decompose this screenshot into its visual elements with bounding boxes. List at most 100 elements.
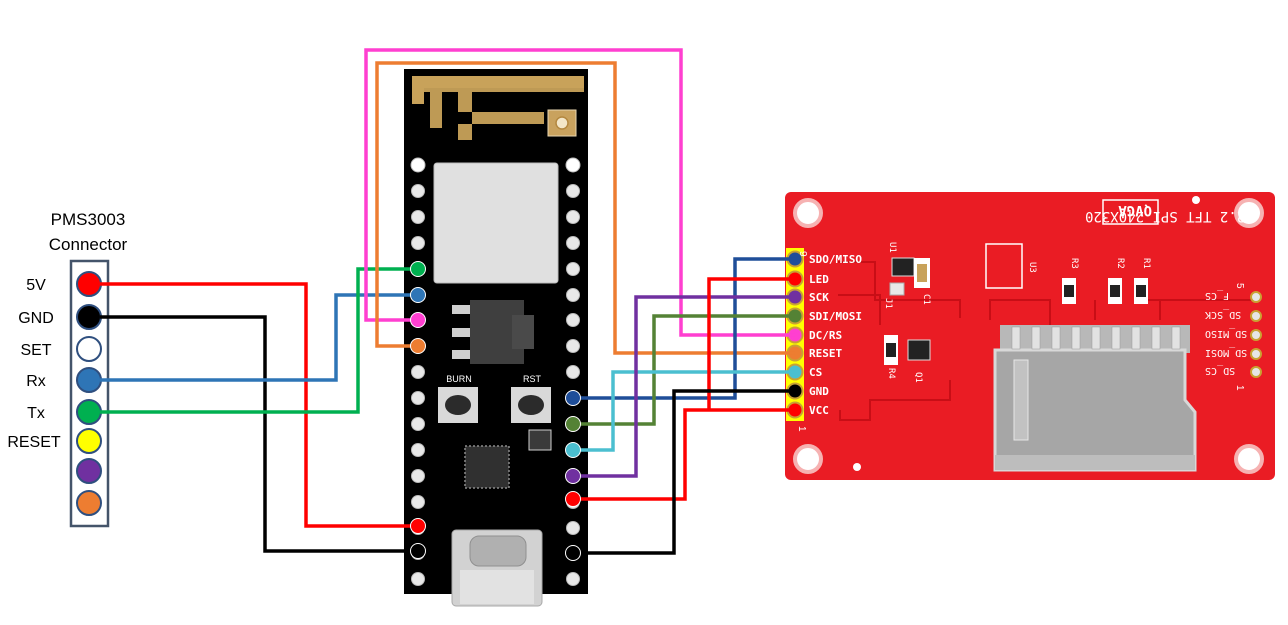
tft-pin-label-sdo-miso: SDO/MISO	[809, 253, 862, 266]
tft-pin-num-bottom: 1	[796, 426, 807, 432]
sd-contact	[1131, 326, 1141, 350]
small-chip	[528, 429, 552, 451]
r2-body	[1110, 285, 1120, 297]
sd-pin-sd-miso	[1250, 329, 1262, 341]
tft-part-label-r2: R2	[1115, 258, 1125, 269]
mcu-right-header-hole	[566, 184, 580, 198]
sd-pin-sd-cs	[1250, 366, 1262, 378]
connector-title-line1: PMS3003	[51, 210, 126, 229]
tft-pin-label-vcc: VCC	[809, 404, 829, 417]
wire-mosi	[573, 314, 795, 426]
tft-brand: QVGA	[1118, 202, 1152, 218]
sd-contact	[1031, 326, 1041, 350]
sd-slot-lip	[995, 455, 1195, 470]
mount-hole-bl	[793, 444, 823, 474]
mcu-left-header-hole	[411, 365, 425, 379]
connector-pin-tx	[76, 399, 102, 425]
rst-label: RST	[523, 374, 542, 384]
regulator-leg-3	[452, 350, 470, 359]
regulator-tab	[512, 315, 534, 349]
mcu-pin-tx	[410, 261, 426, 277]
mcu-pin-vcc	[565, 491, 581, 507]
tft-pin-label-sck: SCK	[809, 291, 829, 304]
connector-housing	[69, 259, 110, 528]
wire-tx	[100, 267, 418, 414]
wire-dc-rs	[364, 48, 795, 337]
mount-hole-tr	[1234, 198, 1264, 228]
mcu-left-header-hole	[410, 157, 426, 173]
connector-pin-5v	[76, 271, 102, 297]
mcu-left-header-hole	[411, 495, 425, 509]
mcu-pin-5v	[410, 518, 426, 534]
tft-part-label-r4: R4	[886, 368, 896, 379]
tft-pin-label-led: LED	[809, 273, 829, 286]
connector-pin-set	[76, 336, 102, 362]
mcu-right-header-hole	[566, 288, 580, 302]
q1-transistor	[907, 339, 931, 361]
tft-part-label-j1: J1	[883, 298, 893, 309]
mcu-right-header-hole	[566, 210, 580, 224]
tft-pin-label-dc-rs: DC/RS	[809, 329, 842, 342]
u3-chip	[985, 243, 1023, 289]
connector-pin-reset	[76, 428, 102, 454]
mcu-pin-reset	[410, 338, 426, 354]
tft-part-label-r1: R1	[1141, 258, 1151, 269]
wire-cs	[573, 370, 795, 452]
mcu-left-header-hole	[411, 236, 425, 250]
wire-gnd	[100, 315, 418, 553]
tft-part-label-r3: R3	[1069, 258, 1079, 269]
mcu-right-header-hole	[565, 157, 581, 173]
sd-contact	[1151, 326, 1161, 350]
mcu-right-header-hole	[566, 236, 580, 250]
r4-body	[886, 343, 896, 357]
connector-label-reset: RESET	[7, 434, 61, 451]
wires	[100, 48, 795, 555]
mount-hole-small-bottom	[853, 463, 861, 471]
wire-tft-gnd	[573, 389, 795, 555]
mcu-left-header-hole	[411, 443, 425, 457]
mcu-pin-sck	[565, 468, 581, 484]
mounting-holes	[793, 196, 1264, 474]
regulator-leg-2	[452, 328, 470, 337]
r1-body	[1136, 285, 1146, 297]
burn-label: BURN	[446, 374, 472, 384]
sd-card-latch	[1013, 359, 1029, 441]
tft-pin-num-top: 9	[797, 251, 808, 257]
mcu-pin-gnd	[410, 543, 426, 559]
wire-sck	[573, 295, 795, 478]
connector-pin-rx	[76, 367, 102, 393]
sd-num-top: 5	[1234, 283, 1245, 289]
connector-pin-unlabeled-8	[76, 490, 102, 516]
main-ic	[464, 445, 510, 489]
antenna-detail	[412, 76, 584, 104]
mcu-pin-gnd-right	[565, 545, 581, 561]
tft-part-label-q1: Q1	[913, 372, 923, 383]
c1-cap-body	[917, 264, 927, 282]
mount-hole-tl	[793, 198, 823, 228]
sd-pin-label-sd-mosi: SD_MOSI	[1205, 347, 1247, 358]
mcu-left-header-hole	[411, 391, 425, 405]
sd-pin-label-sd-cs: SD_CS	[1205, 365, 1235, 376]
tft-pin-label-cs: CS	[809, 366, 822, 379]
connector-label-set: SET	[20, 342, 51, 359]
usb-c-body	[460, 570, 534, 604]
sd-pin-f-cs	[1250, 291, 1262, 303]
mcu-pin-miso	[565, 390, 581, 406]
sd-contact	[1171, 326, 1181, 350]
mcu-left-header-hole	[411, 572, 425, 586]
sd-pin-label-f-cs: F_CS	[1205, 290, 1229, 301]
sd-contact	[1071, 326, 1081, 350]
tft-pin-label-gnd: GND	[809, 385, 829, 398]
connector-label-tx: Tx	[27, 405, 45, 422]
sd-contact	[1051, 326, 1061, 350]
sd-num-bottom: 1	[1234, 385, 1245, 391]
connector-label-rx: Rx	[26, 373, 46, 390]
mcu-pin-mosi	[565, 416, 581, 432]
sd-contact	[1111, 326, 1121, 350]
mcu-left-header-hole	[411, 184, 425, 198]
rf-shield	[433, 162, 559, 284]
connector-pin-gnd	[76, 304, 102, 330]
